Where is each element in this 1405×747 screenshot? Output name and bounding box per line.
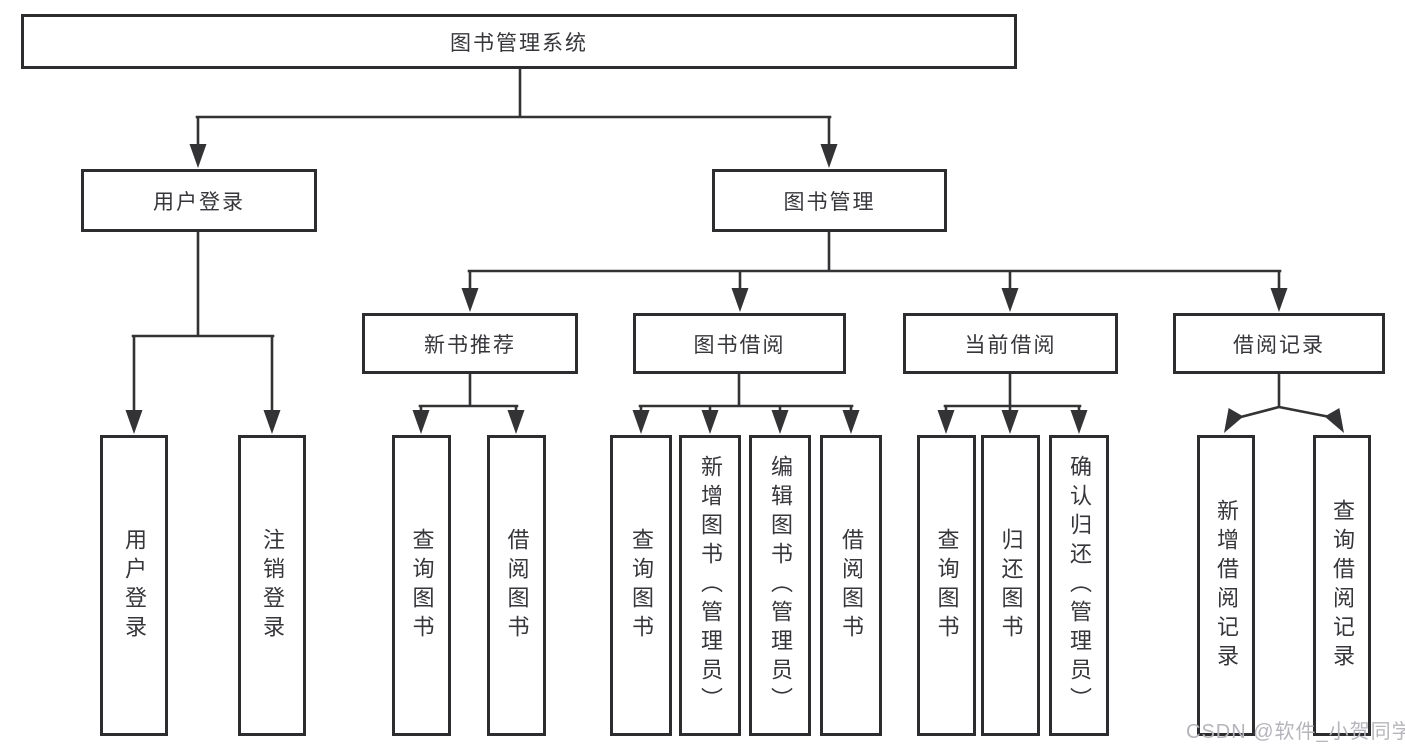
leaf-add-books-admin: 新增图书（管理员） [679, 435, 741, 736]
leaf-add-borrow-record: 新增借阅记录 [1197, 435, 1255, 736]
leaf-borrow-books-recommend: 借阅图书 [487, 435, 546, 736]
leaf-borrow-books-label: 借阅图书 [839, 527, 864, 644]
leaf-query-books-current-label: 查询图书 [934, 527, 960, 644]
leaf-query-books-borrow-label: 查询图书 [629, 527, 654, 644]
leaf-borrow-books: 借阅图书 [820, 435, 882, 736]
node-borrow-records: 借阅记录 [1173, 313, 1385, 374]
leaf-add-books-admin-label: 新增图书（管理员） [698, 455, 723, 716]
leaf-user-login-label: 用户登录 [122, 527, 147, 644]
leaf-logout: 注销登录 [238, 435, 306, 736]
node-current-borrow-label: 当前借阅 [964, 333, 1057, 357]
node-book-management: 图书管理 [712, 169, 947, 232]
leaf-query-borrow-record-label: 查询借阅记录 [1330, 498, 1355, 673]
node-new-book-recommend-label: 新书推荐 [424, 333, 516, 357]
csdn-watermark: CSDN @软件_小贺同学 [1186, 721, 1405, 743]
node-system-root: 图书管理系统 [21, 14, 1017, 69]
leaf-confirm-return-admin-label: 确认归还（管理员） [1067, 455, 1092, 716]
node-book-borrow: 图书借阅 [633, 313, 846, 374]
leaf-edit-books-admin: 编辑图书（管理员） [749, 435, 811, 736]
leaf-borrow-books-recommend-label: 借阅图书 [504, 527, 530, 644]
leaf-query-books-current: 查询图书 [917, 435, 976, 736]
leaf-query-books-borrow: 查询图书 [610, 435, 672, 736]
node-new-book-recommend: 新书推荐 [362, 313, 578, 374]
leaf-logout-label: 注销登录 [260, 527, 285, 644]
leaf-add-borrow-record-label: 新增借阅记录 [1214, 498, 1239, 673]
node-borrow-records-label: 借阅记录 [1233, 333, 1325, 357]
node-book-management-label: 图书管理 [783, 190, 876, 214]
leaf-user-login: 用户登录 [100, 435, 168, 736]
leaf-query-books-recommend: 查询图书 [392, 435, 451, 736]
node-system-root-label: 图书管理系统 [450, 31, 588, 55]
leaf-query-borrow-record: 查询借阅记录 [1313, 435, 1371, 736]
leaf-return-books: 归还图书 [981, 435, 1040, 736]
node-current-borrow: 当前借阅 [903, 313, 1118, 374]
node-book-borrow-label: 图书借阅 [693, 333, 786, 357]
leaf-return-books-label: 归还图书 [998, 527, 1024, 644]
node-user-login-label: 用户登录 [153, 190, 245, 214]
leaf-edit-books-admin-label: 编辑图书（管理员） [768, 455, 793, 716]
node-user-login: 用户登录 [81, 169, 317, 232]
leaf-confirm-return-admin: 确认归还（管理员） [1049, 435, 1109, 736]
leaf-query-books-recommend-label: 查询图书 [409, 527, 435, 644]
